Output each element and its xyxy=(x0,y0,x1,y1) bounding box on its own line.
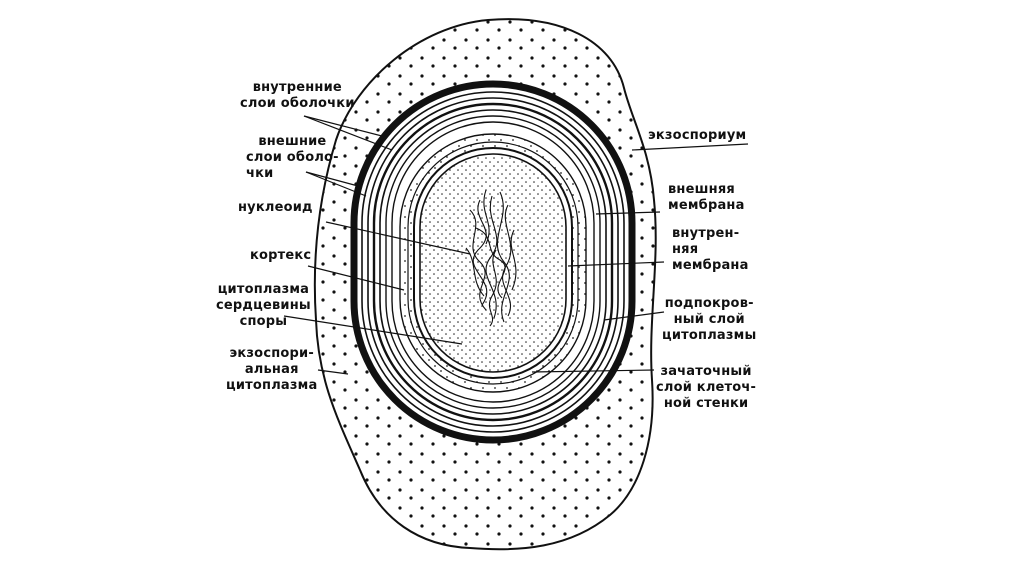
label-germ-cell-wall: зачаточный слой клеточ- ной стенки xyxy=(656,364,756,412)
label-outer-coat: внешние слои оболо- чки xyxy=(246,134,339,182)
label-exosporium: экзоспориум xyxy=(648,128,746,144)
label-exosporial-cytoplasm: экзоспори- альная цитоплазма xyxy=(226,346,317,394)
label-nucleoid: нуклеоид xyxy=(238,200,313,216)
label-outer-membrane: внешняя мембрана xyxy=(668,182,745,214)
label-core-cytoplasm: цитоплазма сердцевины споры xyxy=(216,282,311,330)
label-cortex: кортекс xyxy=(250,248,311,264)
label-subcoat-cytoplasm: подпокров- ный слой цитоплазмы xyxy=(662,296,756,344)
label-inner-membrane: внутрен- няя мембрана xyxy=(672,226,749,274)
label-inner-coat: внутренние слои оболочки xyxy=(240,80,355,112)
